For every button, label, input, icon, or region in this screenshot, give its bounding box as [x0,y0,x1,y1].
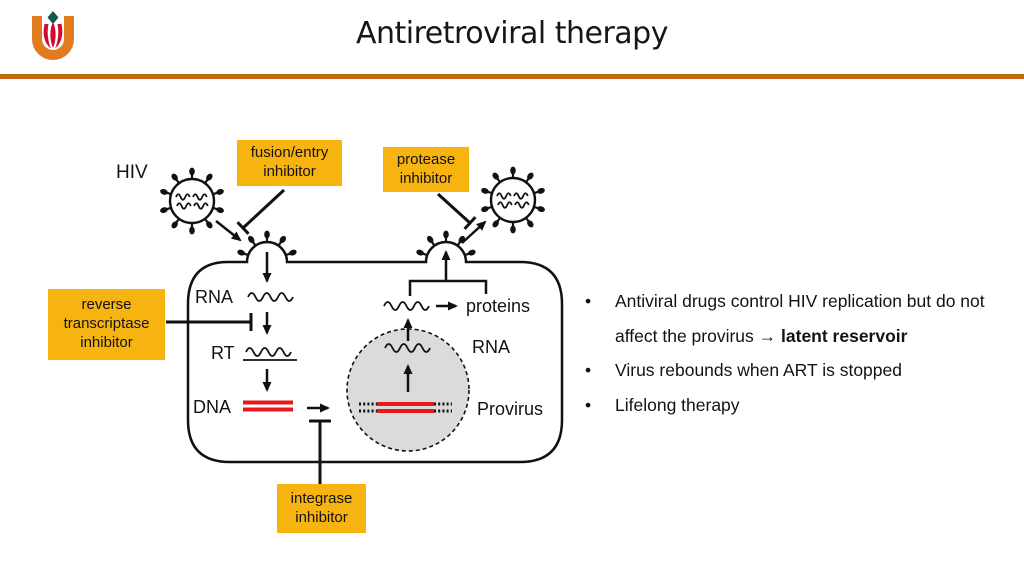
bullet-item: • Antiviral drugs control HIV replicatio… [585,284,997,353]
rna-squiggles [243,292,431,361]
rna-right-label: RNA [472,337,511,357]
process-arrows [215,220,488,413]
cell-membrane [186,229,564,464]
bullet-item: • Lifelong therapy [585,388,997,423]
hiv-label: HIV [116,162,148,183]
inhibition-lines [166,188,477,484]
bullet-list: • Antiviral drugs control HIV replicatio… [585,284,997,422]
bullet-dot: • [585,394,592,415]
bullet-text: Antiviral drugs control HIV replication … [615,284,997,353]
fusion-entry-inhibitor-box: fusion/entry inhibitor [237,140,342,186]
bullet-dot: • [585,291,592,311]
bullet-dot: • [585,360,592,381]
dna-strands [243,400,452,413]
bullet-text: Lifelong therapy [615,388,740,423]
integrase-inhibitor-box: integrase inhibitor [277,484,366,533]
hiv-virion-released-icon [480,167,545,234]
rna-left-label: RNA [195,287,234,307]
bullet-text-normal: Lifelong therapy [615,394,740,415]
bullet-text: Virus rebounds when ART is stopped [615,353,902,388]
page-title: Antiretroviral therapy [356,16,668,51]
reverse-transcriptase-inhibitor-box: reverse transcriptase inhibitor [48,289,165,360]
bullet-text-normal: Antiviral drugs control HIV replication … [615,291,985,346]
dna-label: DNA [193,397,232,417]
rt-label: RT [211,343,235,363]
bullet-text-normal: Virus rebounds when ART is stopped [615,360,902,381]
university-tulip-logo-icon [32,11,74,60]
bullet-item: • Virus rebounds when ART is stopped [585,353,997,388]
hiv-virion-icon [159,168,224,235]
title-rule [0,74,1024,79]
provirus-label: Provirus [477,399,544,419]
protease-inhibitor-box: protease inhibitor [383,147,469,192]
bullet-text-bold: latent reservoir [781,325,908,346]
proteins-label: proteins [466,296,531,316]
